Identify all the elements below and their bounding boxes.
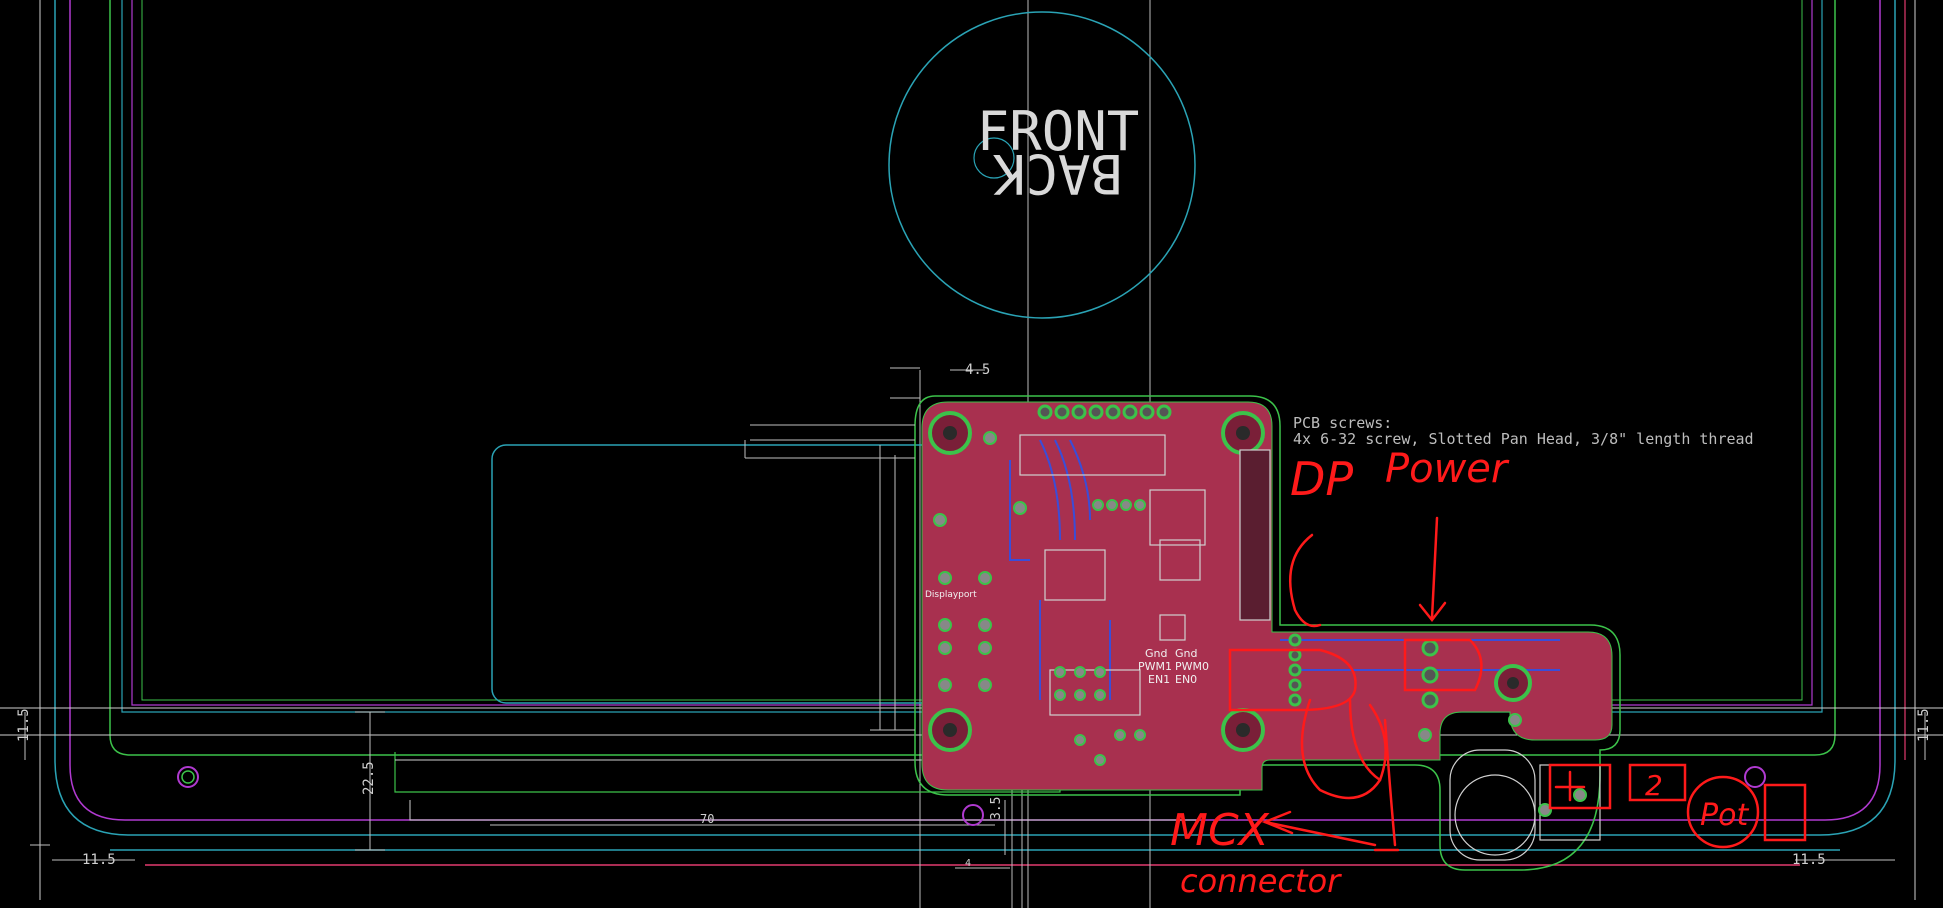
pcb-components: [1019, 434, 1601, 861]
annotation-box2: 2: [1645, 769, 1663, 802]
annotation-power: Power: [1385, 446, 1510, 492]
dim-top-offset: 4.5: [965, 362, 990, 378]
dim-gap: 3.5: [989, 797, 1004, 820]
dim-width: 70: [700, 812, 714, 826]
dim-right-margin: 11.5: [1916, 708, 1932, 742]
annotation-mcx: MCX: [1170, 805, 1270, 856]
silk-pin2: Gnd: [1175, 647, 1197, 660]
dim-bottom-right: 11.5: [1792, 852, 1826, 868]
dim-height: 22.5: [361, 761, 377, 795]
silk-displayport: Displayport: [925, 590, 977, 600]
header-pins: [1037, 404, 1439, 709]
annotation-pot: Pot: [1700, 798, 1749, 833]
pcb-outline: [914, 395, 1621, 871]
dim-left-margin: 11.5: [16, 708, 32, 742]
screw-note-line1: PCB screws:: [1293, 414, 1392, 432]
annotation-dp: DP: [1290, 452, 1353, 506]
annotation-connector: connector: [1180, 862, 1342, 900]
silk-pin1: Gnd: [1145, 647, 1167, 660]
silk-pin4: PWM0: [1175, 660, 1209, 673]
dimension-lines: [24, 367, 1926, 869]
back-label: BACK: [992, 142, 1123, 205]
silk-pin3: PWM1: [1138, 660, 1172, 673]
front-label: FRONT: [977, 100, 1140, 163]
dim-small: 4: [965, 858, 971, 869]
dim-bottom-left: 11.5: [82, 852, 116, 868]
display-cutout: [491, 444, 993, 704]
pcb-vias: [933, 431, 1587, 817]
hand-annotations: [1228, 516, 1807, 852]
screw-note-line2: 4x 6-32 screw, Slotted Pan Head, 3/8" le…: [1293, 430, 1754, 448]
silk-pin6: EN0: [1175, 673, 1197, 686]
mounting-holes: [928, 411, 1532, 752]
front-back-circle: [888, 11, 1196, 319]
silk-pin5: EN1: [1148, 673, 1170, 686]
